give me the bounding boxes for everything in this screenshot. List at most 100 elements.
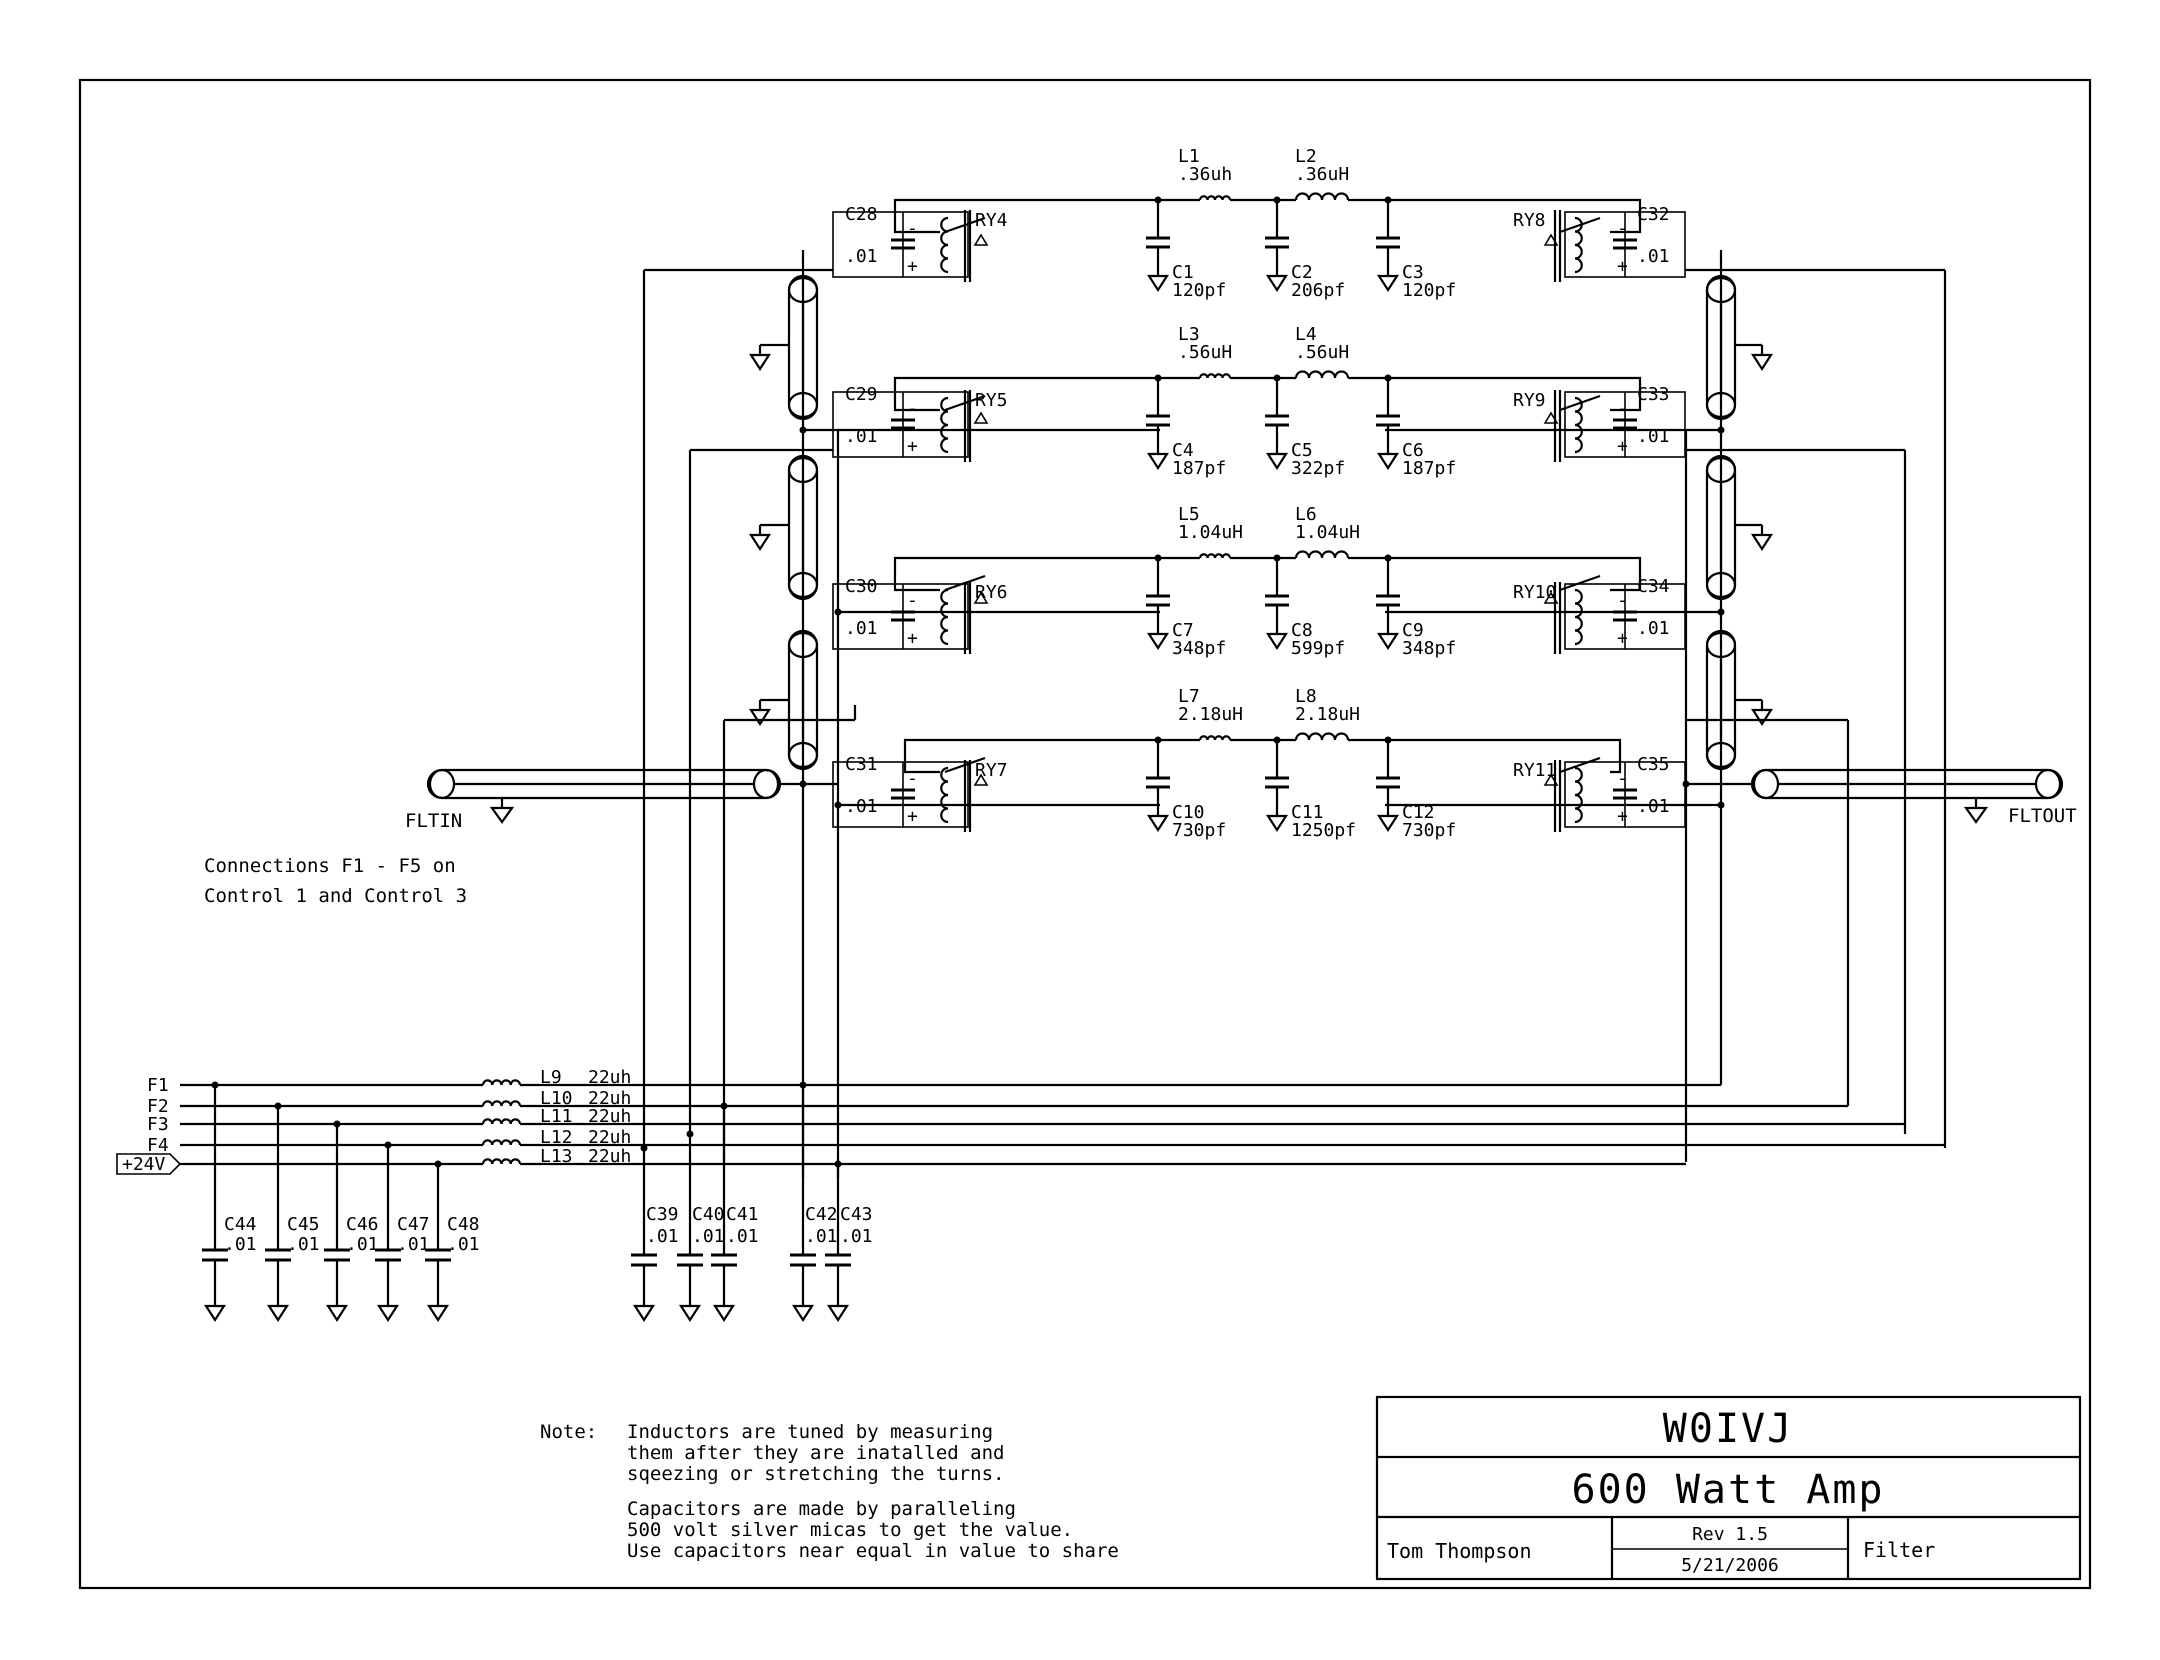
line-label-f1: F1 <box>147 1075 169 1096</box>
cap-value-c42: .01 <box>805 1226 838 1247</box>
inductor-ref-5: L5 <box>1178 504 1200 525</box>
cap-ref-c7: C7 <box>1172 620 1194 641</box>
fltout-ground-symbol <box>1963 798 1989 824</box>
cap-value-c11: 1250pf <box>1291 820 1356 841</box>
supply-flag <box>116 1153 182 1175</box>
note-p1-line1: Inductors are tuned by measuring <box>627 1421 993 1443</box>
left-relay-coil <box>940 396 949 454</box>
junction-dot <box>834 608 842 616</box>
ground-symbol <box>1146 266 1170 293</box>
relay-ref-ry7: RY7 <box>975 760 1008 781</box>
cap-value-c40: .01 <box>692 1226 725 1247</box>
ground-symbol <box>266 1296 290 1323</box>
capacitor-c10 <box>1146 740 1170 833</box>
capacitor-c11 <box>1265 740 1289 833</box>
left-contact-mark <box>973 411 989 424</box>
choke-ref-l11: L11 <box>540 1106 573 1127</box>
cap-value-c10: 730pf <box>1172 820 1226 841</box>
line-label-f2: F2 <box>147 1096 169 1117</box>
inductor-l7 <box>1198 735 1232 741</box>
junction-dot <box>1717 801 1725 809</box>
ground-symbol <box>1146 624 1170 651</box>
cap-ref-c42: C42 <box>805 1204 838 1225</box>
bypass-cap-c46: C46.01 <box>324 1120 379 1323</box>
inductor-value-2: .36uH <box>1295 164 1349 185</box>
polarity-plus: + <box>907 436 918 457</box>
ground-symbol <box>1376 806 1400 833</box>
cap-ref-c41: C41 <box>726 1204 759 1225</box>
left-contact-wire <box>903 738 1158 774</box>
title-revision: Rev 1.5 <box>1692 1524 1768 1545</box>
cap-value-c44: .01 <box>224 1234 257 1255</box>
ground-symbol <box>1376 266 1400 293</box>
cap-ref-c40: C40 <box>692 1204 725 1225</box>
inductor-ref-6: L6 <box>1295 504 1317 525</box>
left-contact-mark <box>973 233 989 246</box>
junction-dot <box>1682 780 1690 788</box>
inductor-ref-3: L3 <box>1178 324 1200 345</box>
cap-value-c32: .01 <box>1637 246 1670 267</box>
inductor-value-7: 2.18uH <box>1178 704 1243 725</box>
left-contact-wire <box>893 198 1158 234</box>
line-label-24v: +24V <box>122 1154 166 1175</box>
cap-ref-c32: C32 <box>1637 204 1670 225</box>
left-relay-coil <box>940 766 949 824</box>
ground-symbol <box>1265 624 1289 651</box>
junction-dot <box>1717 426 1725 434</box>
relay-ref-ry5: RY5 <box>975 390 1008 411</box>
left-relay-coil <box>940 216 949 274</box>
capacitor-c5 <box>1265 378 1289 471</box>
cap-value-c7: 348pf <box>1172 638 1226 659</box>
right-relay-coil <box>1574 588 1583 646</box>
note-label: Note: <box>540 1421 597 1443</box>
polarity-minus: - <box>1617 590 1628 611</box>
left-coax-ground <box>748 525 772 552</box>
left-contact-wire <box>893 556 1158 592</box>
title-block: W0IVJ 600 Watt Amp Tom Thompson Rev 1.5 … <box>1375 1395 2082 1581</box>
bypass-cap-c44: C44.01 <box>202 1081 257 1323</box>
left-contact-wire <box>893 376 1158 412</box>
filter-section-3: L51.04uHL61.04uHC7348pfC8599pfC9348pfRY6… <box>748 504 1774 771</box>
fltout-label: FLTOUT <box>2008 805 2077 827</box>
polarity-plus: + <box>907 256 918 277</box>
junction-dot <box>1717 608 1725 616</box>
junction-dot <box>799 780 807 788</box>
choke-value-l11: 22uh <box>588 1106 631 1127</box>
cap-value-c4: 187pf <box>1172 458 1226 479</box>
fltin-label: FLTIN <box>405 810 462 832</box>
cap-ref-c29: C29 <box>845 384 878 405</box>
ground-symbol <box>1265 266 1289 293</box>
coax-input <box>426 768 782 800</box>
bypass-cap-c40: C40.01 <box>677 1130 725 1323</box>
inductor-l6 <box>1294 550 1350 559</box>
ground-symbol <box>678 1296 702 1323</box>
ground-symbol <box>1376 624 1400 651</box>
left-coax-ground <box>748 700 772 727</box>
title-author: Tom Thompson <box>1387 1539 1532 1563</box>
bypass-cap-c42: C42.01 <box>790 1081 838 1323</box>
cap-value-c48: .01 <box>447 1234 480 1255</box>
cap-ref-c48: C48 <box>447 1214 480 1235</box>
bypass-cap-c43: C43.01 <box>825 1160 873 1323</box>
relay-ref-ry4: RY4 <box>975 210 1008 231</box>
connections-note-line2: Control 1 and Control 3 <box>204 885 467 907</box>
cap-ref-c10: C10 <box>1172 802 1205 823</box>
ground-symbol <box>632 1296 656 1323</box>
choke-value-l13: 22uh <box>588 1146 631 1167</box>
ground-symbol <box>1146 444 1170 471</box>
note-p2-line3: Use capacitors near equal in value to sh… <box>627 1540 1119 1562</box>
right-relay-coil <box>1574 396 1583 454</box>
right-switch-blade <box>1559 216 1601 234</box>
right-coax-ground <box>1750 345 1774 372</box>
cap-ref-c33: C33 <box>1637 384 1670 405</box>
ground-symbol <box>426 1296 450 1323</box>
inductor-value-6: 1.04uH <box>1295 522 1360 543</box>
inductor-l2 <box>1294 192 1350 201</box>
bypass-cap-c39: C39.01 <box>631 1144 679 1323</box>
cap-value-c29: .01 <box>845 426 878 447</box>
relay-trunk-wires <box>642 250 1947 1178</box>
cap-value-c1: 120pf <box>1172 280 1226 301</box>
inductor-l1 <box>1198 195 1232 201</box>
choke-l12 <box>481 1139 522 1146</box>
